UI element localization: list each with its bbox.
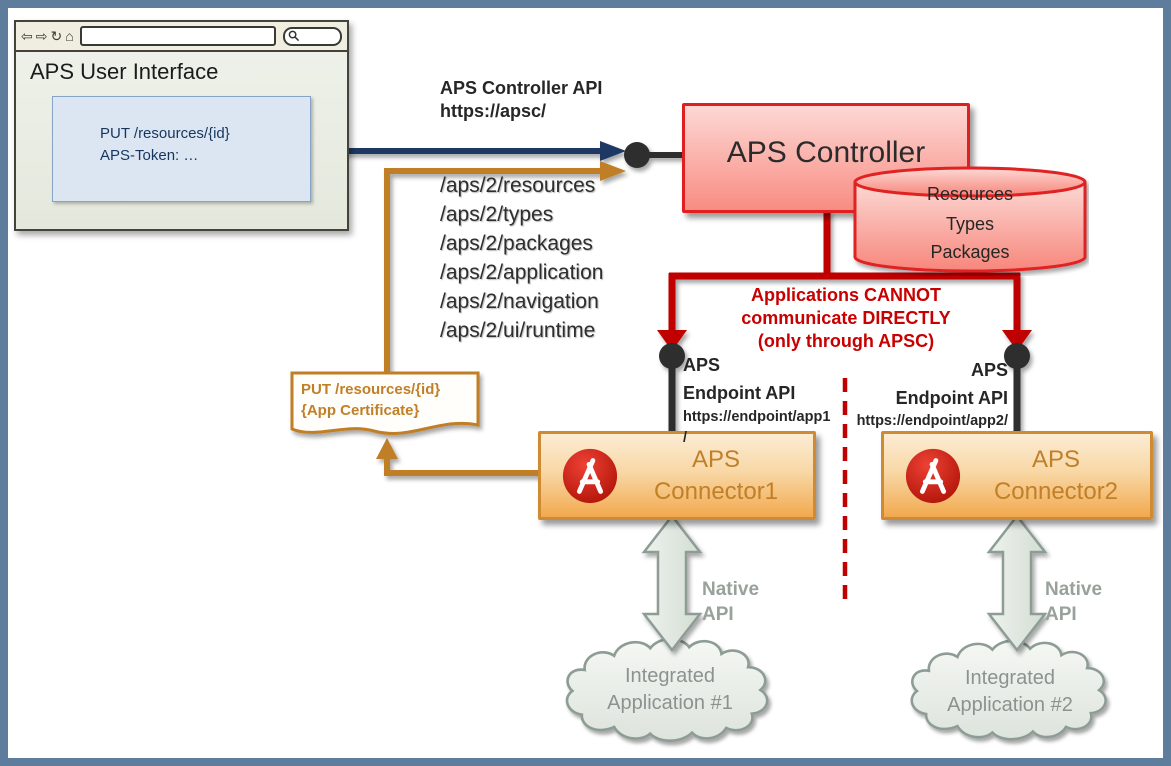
certificate-line: {App Certificate} xyxy=(301,402,420,419)
address-bar xyxy=(79,26,276,46)
home-icon: ⌂ xyxy=(65,28,74,44)
endpoint1-api-label: Endpoint API xyxy=(683,383,796,403)
endpoint2-api-label: APS xyxy=(970,360,1008,380)
page-title: APS User Interface xyxy=(30,59,219,84)
aps-connector1-box: APS Connector1 xyxy=(538,431,816,520)
aps-logo-icon xyxy=(905,448,961,504)
endpoint1-api-label: APS xyxy=(683,355,721,375)
browser-window: ⇦ ⇨ ↻ ⌂ APS User Interface xyxy=(14,20,349,231)
aps-endpoint-list: /aps/2/resources /aps/2/types /aps/2/pac… xyxy=(440,171,603,345)
cloud-line: Integrated xyxy=(624,665,716,687)
request-line: PUT /resources/{id} xyxy=(100,125,230,142)
browser-toolbar: ⇦ ⇨ ↻ ⌂ xyxy=(16,22,347,52)
aps-logo-icon xyxy=(562,448,618,504)
connector2-label: Connector2 xyxy=(993,477,1119,505)
warning-line: communicate DIRECTLY xyxy=(741,308,951,328)
forward-arrow-icon: ⇨ xyxy=(35,28,48,44)
integrated-app2-cloud xyxy=(910,639,1107,741)
native-api-line: API xyxy=(1045,604,1077,625)
endpoint-path: /aps/2/application xyxy=(440,261,604,284)
connector1-endpoint-pin xyxy=(659,343,685,433)
cloud-line: Integrated xyxy=(964,667,1056,689)
refresh-icon: ↻ xyxy=(50,28,63,44)
apsc-endpoint-pin xyxy=(624,142,684,168)
registry-database-cylinder xyxy=(853,166,1087,273)
connector1-label: APS xyxy=(691,445,741,473)
aps-controller-label: APS Controller xyxy=(726,136,926,169)
search-box xyxy=(282,26,342,46)
native-api-arrow-1 xyxy=(641,513,703,653)
endpoint-path: /aps/2/ui/runtime xyxy=(440,319,596,342)
orange-return-arrow xyxy=(376,438,540,476)
endpoint2-api-label: Endpoint API xyxy=(895,388,1008,408)
endpoint2-api-url: https://endpoint/app2/ xyxy=(856,413,1008,429)
red-distribution-lines xyxy=(657,210,1032,351)
warning-line: Applications CANNOT xyxy=(750,285,941,305)
connector2-endpoint-pin xyxy=(1004,343,1030,433)
back-arrow-icon: ⇦ xyxy=(21,28,33,44)
no-direct-communication-warning: Applications CANNOT communicate DIRECTLY… xyxy=(695,284,997,353)
certificate-line: PUT /resources/{id} xyxy=(301,381,441,398)
endpoint-path: /aps/2/resources xyxy=(440,174,596,197)
native-api-line: API xyxy=(702,604,734,625)
request-document: PUT /resources/{id} APS-Token: … xyxy=(100,123,230,167)
native-api-line: Native xyxy=(702,579,760,600)
endpoint1-api-url: https://endpoint/app1 xyxy=(683,409,831,425)
registry-item: Types xyxy=(945,214,995,234)
apsc-api-label: APS Controller API https://apsc/ xyxy=(440,77,602,123)
certificate-document: PUT /resources/{id} {App Certificate} xyxy=(301,379,440,421)
endpoint-path: /aps/2/packages xyxy=(440,232,593,255)
cloud-line: Application #2 xyxy=(947,694,1073,716)
native-api-label-1: Native API xyxy=(702,577,759,627)
integrated-app1-cloud xyxy=(565,637,769,742)
aps-connector2-box: APS Connector2 xyxy=(881,431,1153,520)
integrated-app1-label: Integrated Application #1 xyxy=(560,663,780,717)
native-api-label-2: Native API xyxy=(1045,577,1102,627)
apsc-api-url: https://apsc/ xyxy=(440,101,547,121)
endpoint1-api-url: / xyxy=(683,430,688,446)
aps-ui-panel xyxy=(52,96,311,202)
connector1-label: Connector1 xyxy=(653,477,779,505)
warning-line: (only through APSC) xyxy=(757,331,935,351)
registry-item: Resources xyxy=(926,184,1014,204)
cloud-line: Application #1 xyxy=(607,692,733,714)
browser-content: APS User Interface xyxy=(16,52,347,229)
connector2-label: APS xyxy=(1031,445,1081,473)
orange-provision-arrow xyxy=(384,161,626,372)
apsc-api-title: APS Controller API xyxy=(440,78,603,98)
endpoint-path: /aps/2/navigation xyxy=(440,290,599,313)
endpoint-path: /aps/2/types xyxy=(440,203,554,226)
search-icon xyxy=(288,30,299,42)
registry-item: Packages xyxy=(930,242,1010,262)
native-api-arrow-2 xyxy=(986,513,1048,653)
integrated-app2-label: Integrated Application #2 xyxy=(900,665,1120,719)
certificate-document-shape xyxy=(290,371,480,435)
native-api-line: Native xyxy=(1045,579,1103,600)
request-line: APS-Token: … xyxy=(100,147,199,164)
